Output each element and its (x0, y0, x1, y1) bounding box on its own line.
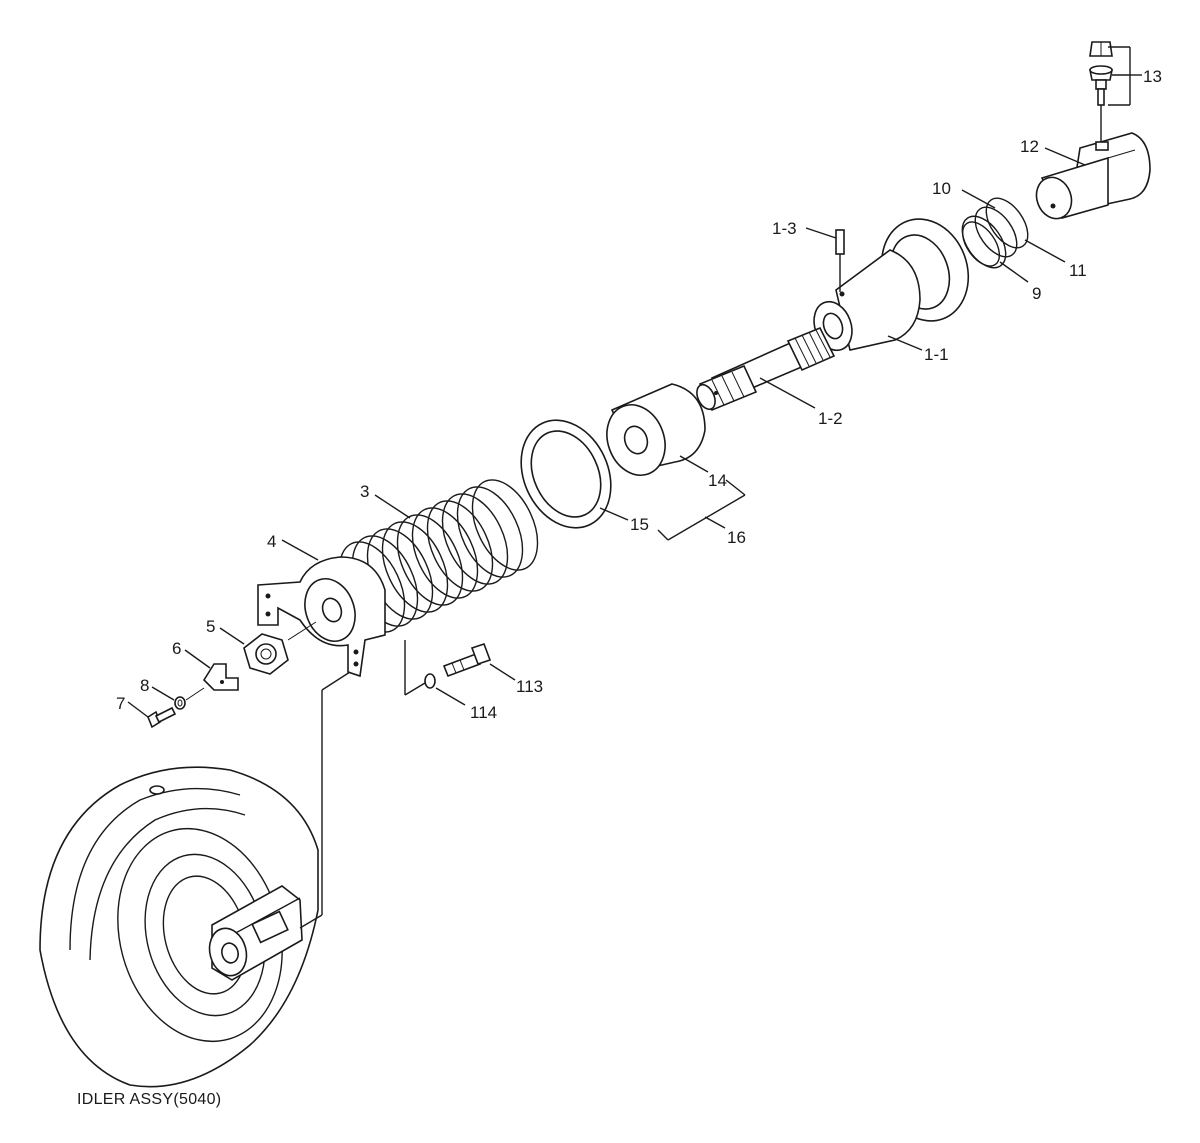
part-3-spring (338, 479, 539, 633)
part-4-bracket (257, 556, 386, 678)
part-labels: 13 12 10 1-3 11 9 1-1 1-2 14 3 15 16 4 5… (116, 67, 1162, 722)
part-1-3-pin (835, 229, 845, 292)
part-1-1-cylinder-body (813, 218, 970, 352)
part-113-bolt (442, 642, 492, 678)
label-15: 15 (630, 515, 649, 534)
part-13-grease-fitting (1089, 41, 1113, 142)
part-15-washer (520, 419, 612, 529)
label-16: 16 (727, 528, 746, 547)
leader-lines (127, 46, 1142, 929)
label-12: 12 (1020, 137, 1039, 156)
label-6: 6 (172, 639, 181, 658)
label-7: 7 (116, 694, 125, 713)
label-9: 9 (1032, 284, 1041, 303)
diagram-caption: IDLER ASSY(5040) (77, 1091, 222, 1108)
label-13: 13 (1143, 67, 1162, 86)
part-12-cylinder (1035, 132, 1151, 220)
label-1-3: 1-3 (772, 219, 797, 238)
label-11: 11 (1069, 261, 1087, 280)
part-14-bushing (606, 383, 706, 476)
label-4: 4 (267, 532, 276, 551)
part-114-washer (424, 673, 436, 689)
label-113: 113 (516, 677, 543, 696)
part-7-bolt (147, 706, 177, 729)
label-1-1: 1-1 (924, 345, 949, 364)
label-14: 14 (708, 471, 727, 490)
label-1-2: 1-2 (818, 409, 843, 428)
part-8-washer (174, 696, 186, 710)
label-114: 114 (470, 703, 497, 722)
label-8: 8 (140, 676, 149, 695)
idler-wheel (39, 766, 319, 1088)
label-5: 5 (206, 617, 215, 636)
part-1-2-threaded-rod (696, 326, 836, 412)
part-10-11-9-rings (961, 197, 1029, 269)
part-6-lock-plate (202, 663, 239, 691)
label-3: 3 (360, 482, 369, 501)
part-5-nut (243, 633, 289, 675)
label-10: 10 (932, 179, 951, 198)
